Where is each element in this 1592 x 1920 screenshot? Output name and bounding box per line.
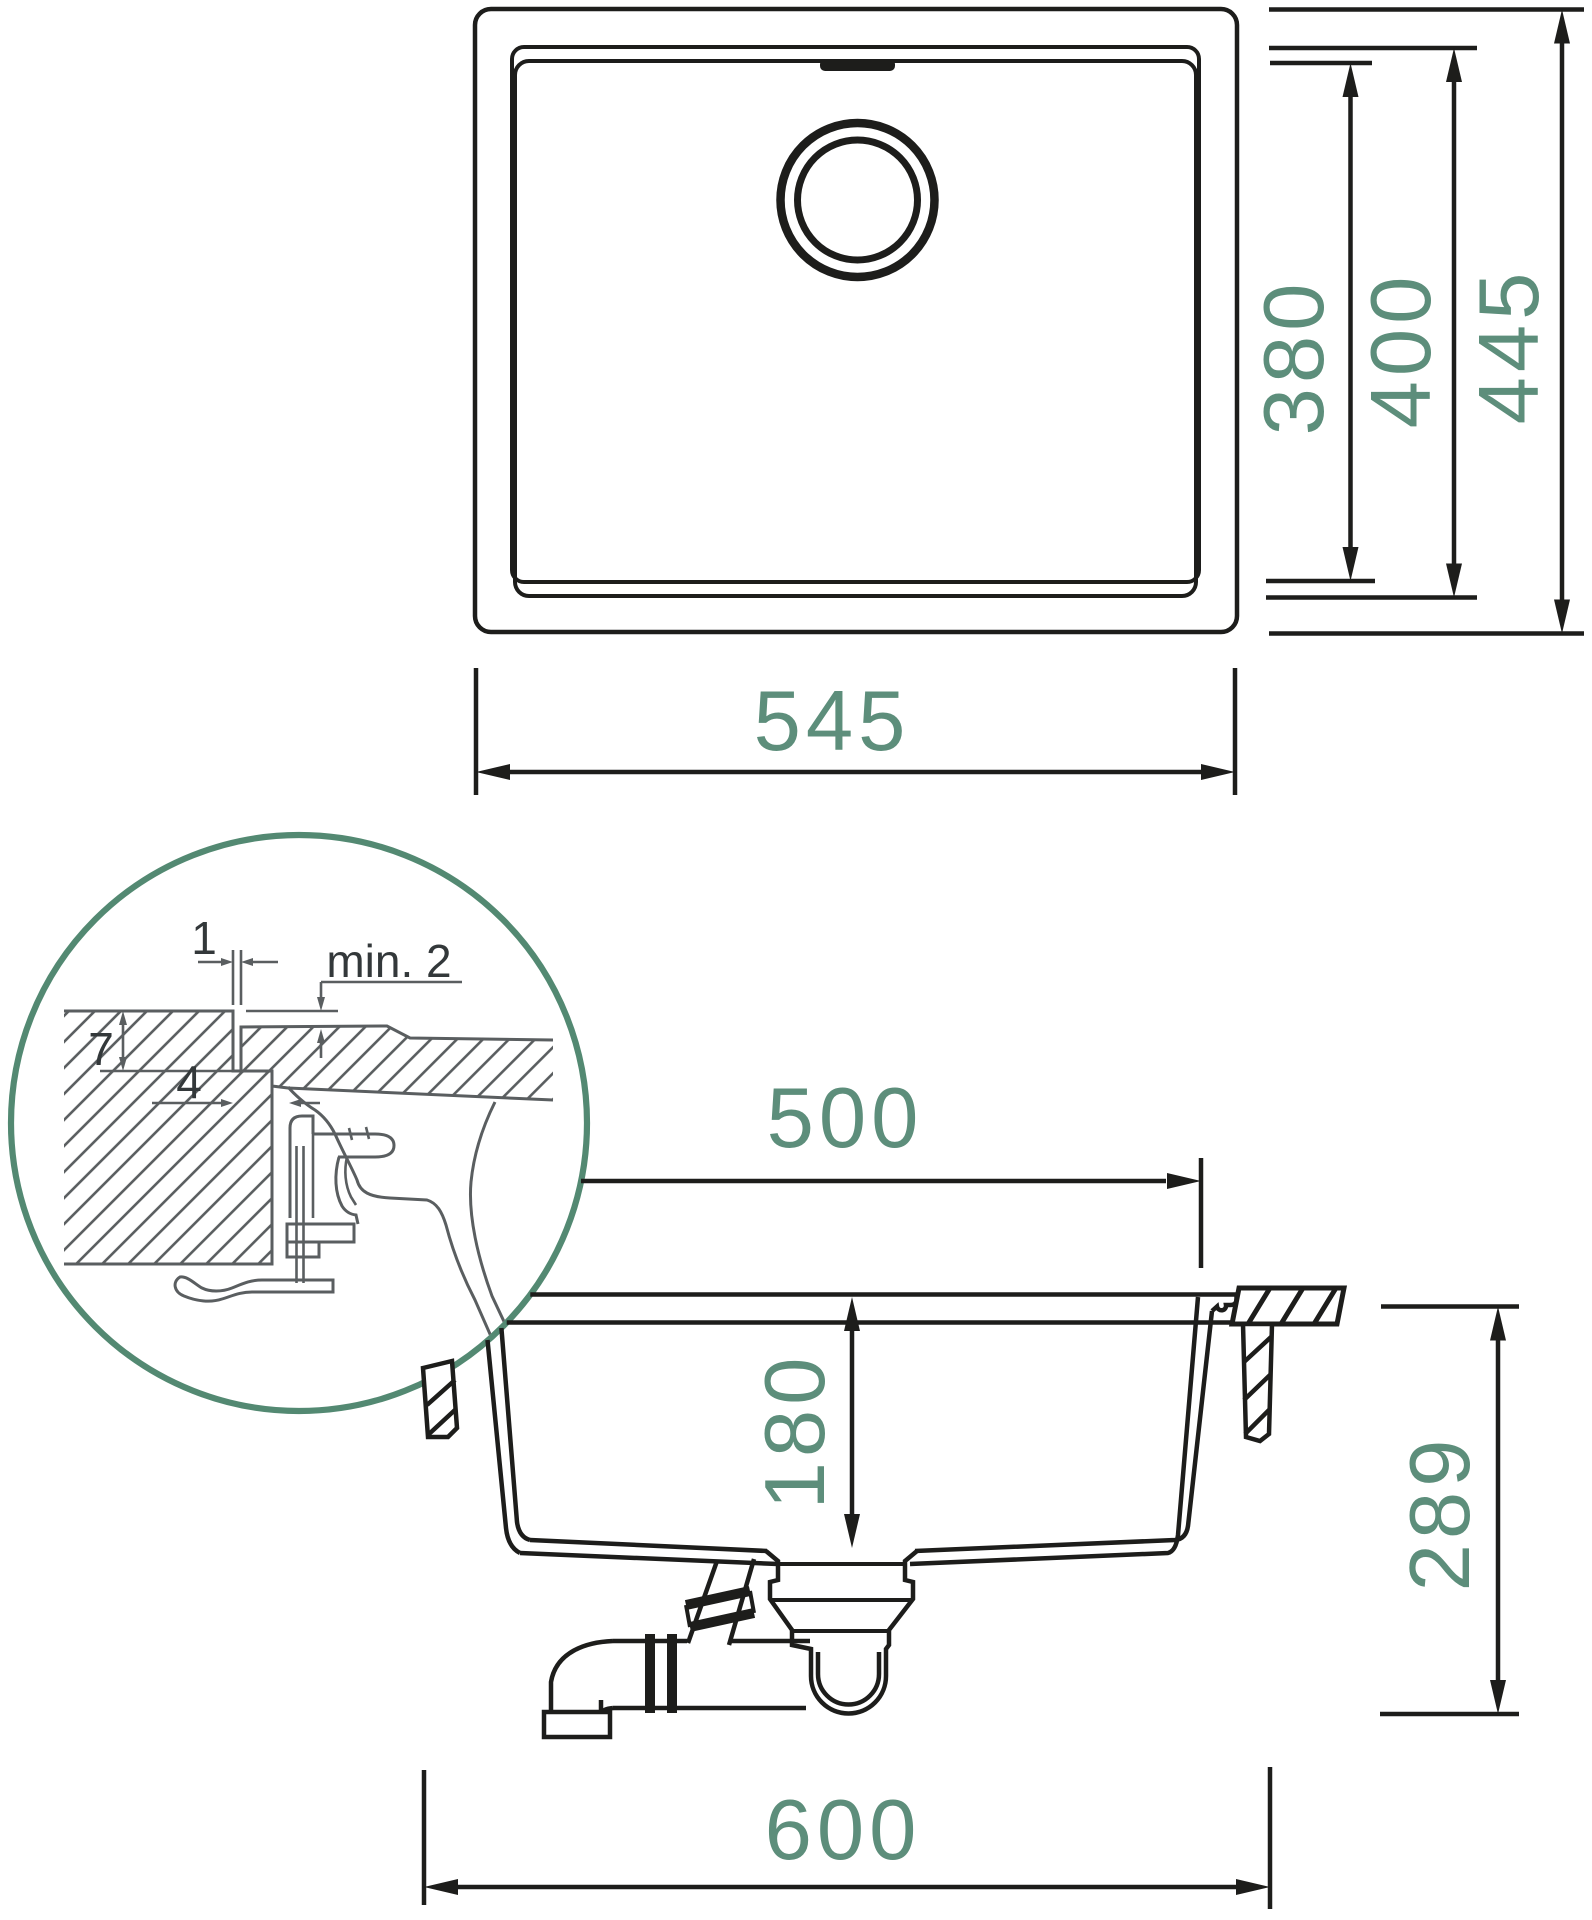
svg-text:289: 289: [1393, 1435, 1488, 1592]
svg-text:600: 600: [765, 1783, 922, 1878]
svg-text:min. 2: min. 2: [326, 935, 451, 987]
svg-text:400: 400: [1354, 272, 1449, 429]
svg-text:545: 545: [754, 674, 911, 769]
svg-text:380: 380: [1247, 279, 1342, 436]
svg-text:4: 4: [176, 1056, 202, 1108]
svg-text:445: 445: [1462, 268, 1557, 425]
svg-text:180: 180: [748, 1353, 843, 1510]
svg-text:7: 7: [88, 1023, 114, 1075]
svg-text:1: 1: [191, 912, 217, 964]
svg-text:500: 500: [767, 1071, 924, 1166]
